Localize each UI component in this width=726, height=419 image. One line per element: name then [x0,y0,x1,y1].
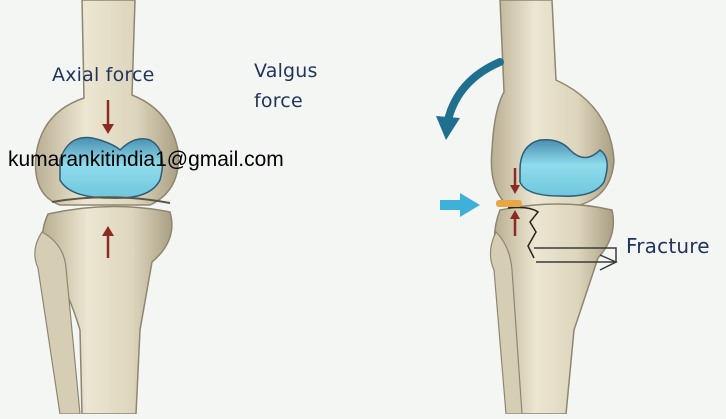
impact-arrowhead [460,193,480,217]
valgus-force-arrowhead [436,116,460,140]
valgus-force-arrow [448,62,500,120]
watermark-email: kumarankitindia1@gmail.com [8,148,284,172]
left-knee [35,0,179,414]
valgus-force-label-line1: Valgus [254,62,318,81]
valgus-force-label-line2: force [254,92,303,111]
fracture-label: Fracture [626,236,710,256]
lateral-plateau-depression [496,200,522,207]
axial-force-label: Axial force [52,66,155,85]
right-knee [436,0,616,414]
impact-arrow-shaft [440,200,462,210]
